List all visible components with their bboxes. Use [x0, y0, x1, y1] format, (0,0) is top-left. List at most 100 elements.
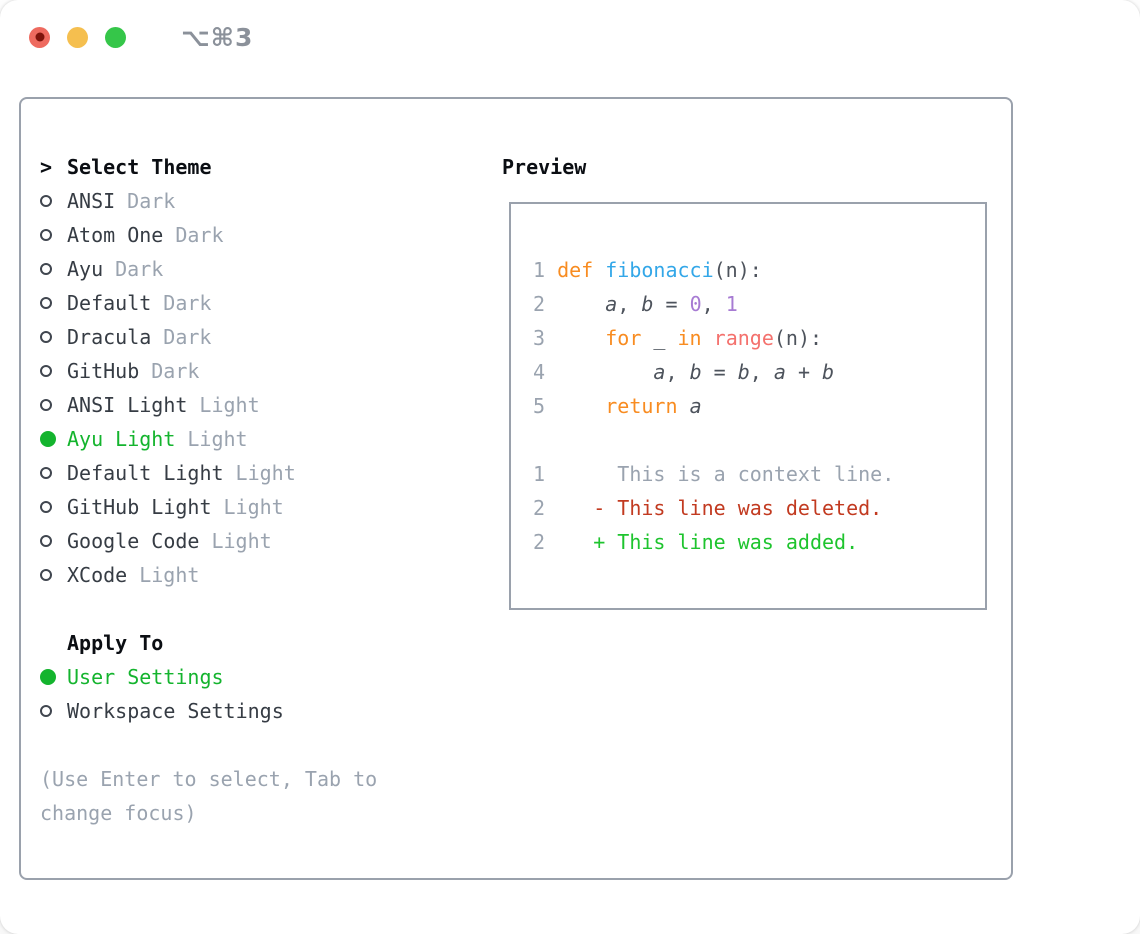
code-segment: 1 — [725, 292, 738, 316]
code-segment: a — [605, 292, 618, 316]
radio-icon — [40, 501, 52, 513]
option-label: Atom One — [67, 223, 164, 247]
code-segment: b — [641, 292, 654, 316]
theme-item-4[interactable]: Dracula Dark — [40, 320, 480, 354]
radio-icon — [40, 331, 52, 343]
option-label: Google Code — [67, 529, 200, 553]
option-label: User Settings — [67, 665, 224, 689]
line-number: 4 — [533, 360, 558, 384]
code-segment: fibonacci — [605, 258, 714, 282]
code-segment: , — [617, 292, 642, 316]
theme-item-3[interactable]: Default Dark — [40, 286, 480, 320]
radio-icon — [40, 229, 52, 241]
code-segment: range — [713, 326, 774, 350]
radio-icon — [40, 467, 52, 479]
theme-variant-label: Dark — [163, 291, 212, 315]
theme-variant-label: Light — [187, 427, 248, 451]
line-number: 1 — [533, 462, 546, 486]
radio-selected-icon — [40, 431, 56, 447]
theme-variant-label: Light — [223, 495, 284, 519]
line-number: 5 — [533, 394, 558, 418]
code-line: 1 def fibonacci(n): — [533, 253, 985, 287]
theme-item-5[interactable]: GitHub Dark — [40, 354, 480, 388]
option-label: ANSI Light — [67, 393, 188, 417]
radio-icon — [40, 297, 52, 309]
code-segment: b — [737, 360, 750, 384]
minimize-button[interactable] — [67, 26, 88, 48]
close-button[interactable] — [29, 26, 50, 48]
code-line: 2 - This line was deleted. — [533, 491, 985, 525]
code-segment: , — [749, 360, 774, 384]
code-segment: , — [701, 292, 726, 316]
code-segment: + — [785, 360, 823, 384]
option-label: Default Light — [67, 461, 224, 485]
theme-variant-label: Dark — [163, 325, 212, 349]
code-segment — [593, 258, 605, 282]
option-label: Default — [67, 291, 152, 315]
theme-variant-label: Dark — [127, 189, 176, 213]
maximize-button[interactable] — [105, 26, 126, 48]
code-segment: , — [665, 360, 690, 384]
spacer — [40, 592, 480, 626]
theme-item-11[interactable]: XCode Light — [40, 558, 480, 592]
theme-item-2[interactable]: Ayu Dark — [40, 252, 480, 286]
radio-icon — [40, 705, 52, 717]
option-label: XCode — [67, 563, 128, 587]
theme-variant-label: Dark — [115, 257, 164, 281]
radio-icon — [40, 535, 52, 547]
code-segment: b — [822, 360, 835, 384]
theme-variant-label: Dark — [151, 359, 200, 383]
code-segment: a — [689, 394, 702, 418]
select-theme-header: > Select Theme — [40, 150, 480, 184]
code-segment — [702, 326, 714, 350]
code-segment: a — [653, 360, 666, 384]
code-segment: b — [689, 360, 702, 384]
code-segment: - This line was deleted. — [545, 496, 883, 520]
close-dot-icon — [35, 32, 44, 42]
code-segment: = — [653, 292, 690, 316]
spacer — [40, 728, 480, 762]
code-segment: 0 — [689, 292, 702, 316]
radio-icon — [40, 195, 52, 207]
radio-icon — [40, 365, 52, 377]
select-theme-title: Select Theme — [67, 155, 212, 179]
focus-chevron-icon: > — [40, 155, 53, 179]
apply-to-title: Apply To — [67, 631, 164, 655]
titlebar: ⌥⌘3 — [0, 0, 1140, 74]
code-segment: This is a context line. — [545, 462, 895, 486]
code-line: 2 + This line was added. — [533, 525, 985, 559]
code-segment — [557, 326, 605, 350]
code-segment: _ — [641, 326, 678, 350]
code-line — [533, 423, 985, 457]
option-label: Ayu — [67, 257, 104, 281]
apply-option-1[interactable]: Workspace Settings — [40, 694, 480, 728]
apply-option-0[interactable]: User Settings — [40, 660, 480, 694]
radio-icon — [40, 399, 52, 411]
code-segment — [557, 360, 653, 384]
radio-selected-icon — [40, 669, 56, 685]
line-number: 2 — [533, 496, 546, 520]
line-number: 2 — [533, 292, 558, 316]
apply-to-header: Apply To — [40, 626, 480, 660]
code-segment: = — [701, 360, 738, 384]
code-segment — [557, 394, 605, 418]
option-label: GitHub — [67, 359, 140, 383]
code-line: 4 a, b = b, a + b — [533, 355, 985, 389]
option-label: Dracula — [67, 325, 152, 349]
code-line: 2 a, b = 0, 1 — [533, 287, 985, 321]
theme-variant-label: Light — [139, 563, 200, 587]
code-segment — [678, 394, 690, 418]
code-segment: a — [773, 360, 786, 384]
code-segment: return — [605, 394, 678, 418]
